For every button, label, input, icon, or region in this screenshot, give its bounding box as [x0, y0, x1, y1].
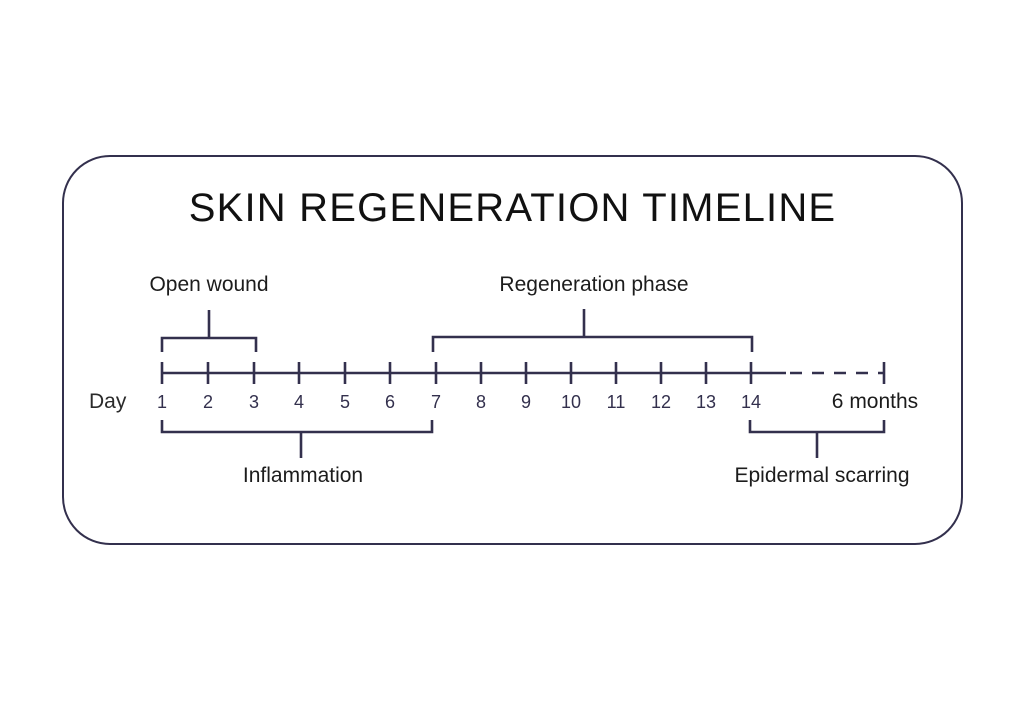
- phase-label-inflammation: Inflammation: [242, 464, 364, 487]
- tick-label-day-10: 10: [560, 392, 582, 412]
- tick-label-day-14: 14: [740, 392, 762, 412]
- tick-label-day-12: 12: [650, 392, 672, 412]
- phase-label-regeneration-phase: Regeneration phase: [499, 273, 689, 296]
- tick-label-day-9: 9: [520, 392, 532, 412]
- tick-label-day-7: 7: [430, 392, 442, 412]
- tick-label-day-11: 11: [606, 392, 626, 412]
- tick-label-day-13: 13: [695, 392, 717, 412]
- tick-label-day-1: 1: [156, 392, 168, 412]
- tick-label-day-4: 4: [293, 392, 305, 412]
- phase-label-open-wound: Open wound: [149, 273, 269, 296]
- tick-label-day-8: 8: [475, 392, 487, 412]
- tick-label-six-months: 6 months: [831, 390, 919, 413]
- tick-label-day-6: 6: [384, 392, 396, 412]
- phase-label-epidermal-scarring: Epidermal scarring: [734, 464, 910, 487]
- axis-label-day: Day: [89, 390, 127, 413]
- tick-label-day-5: 5: [339, 392, 351, 412]
- tick-label-day-2: 2: [202, 392, 214, 412]
- tick-label-day-3: 3: [248, 392, 260, 412]
- page-title: SKIN REGENERATION TIMELINE: [188, 186, 837, 230]
